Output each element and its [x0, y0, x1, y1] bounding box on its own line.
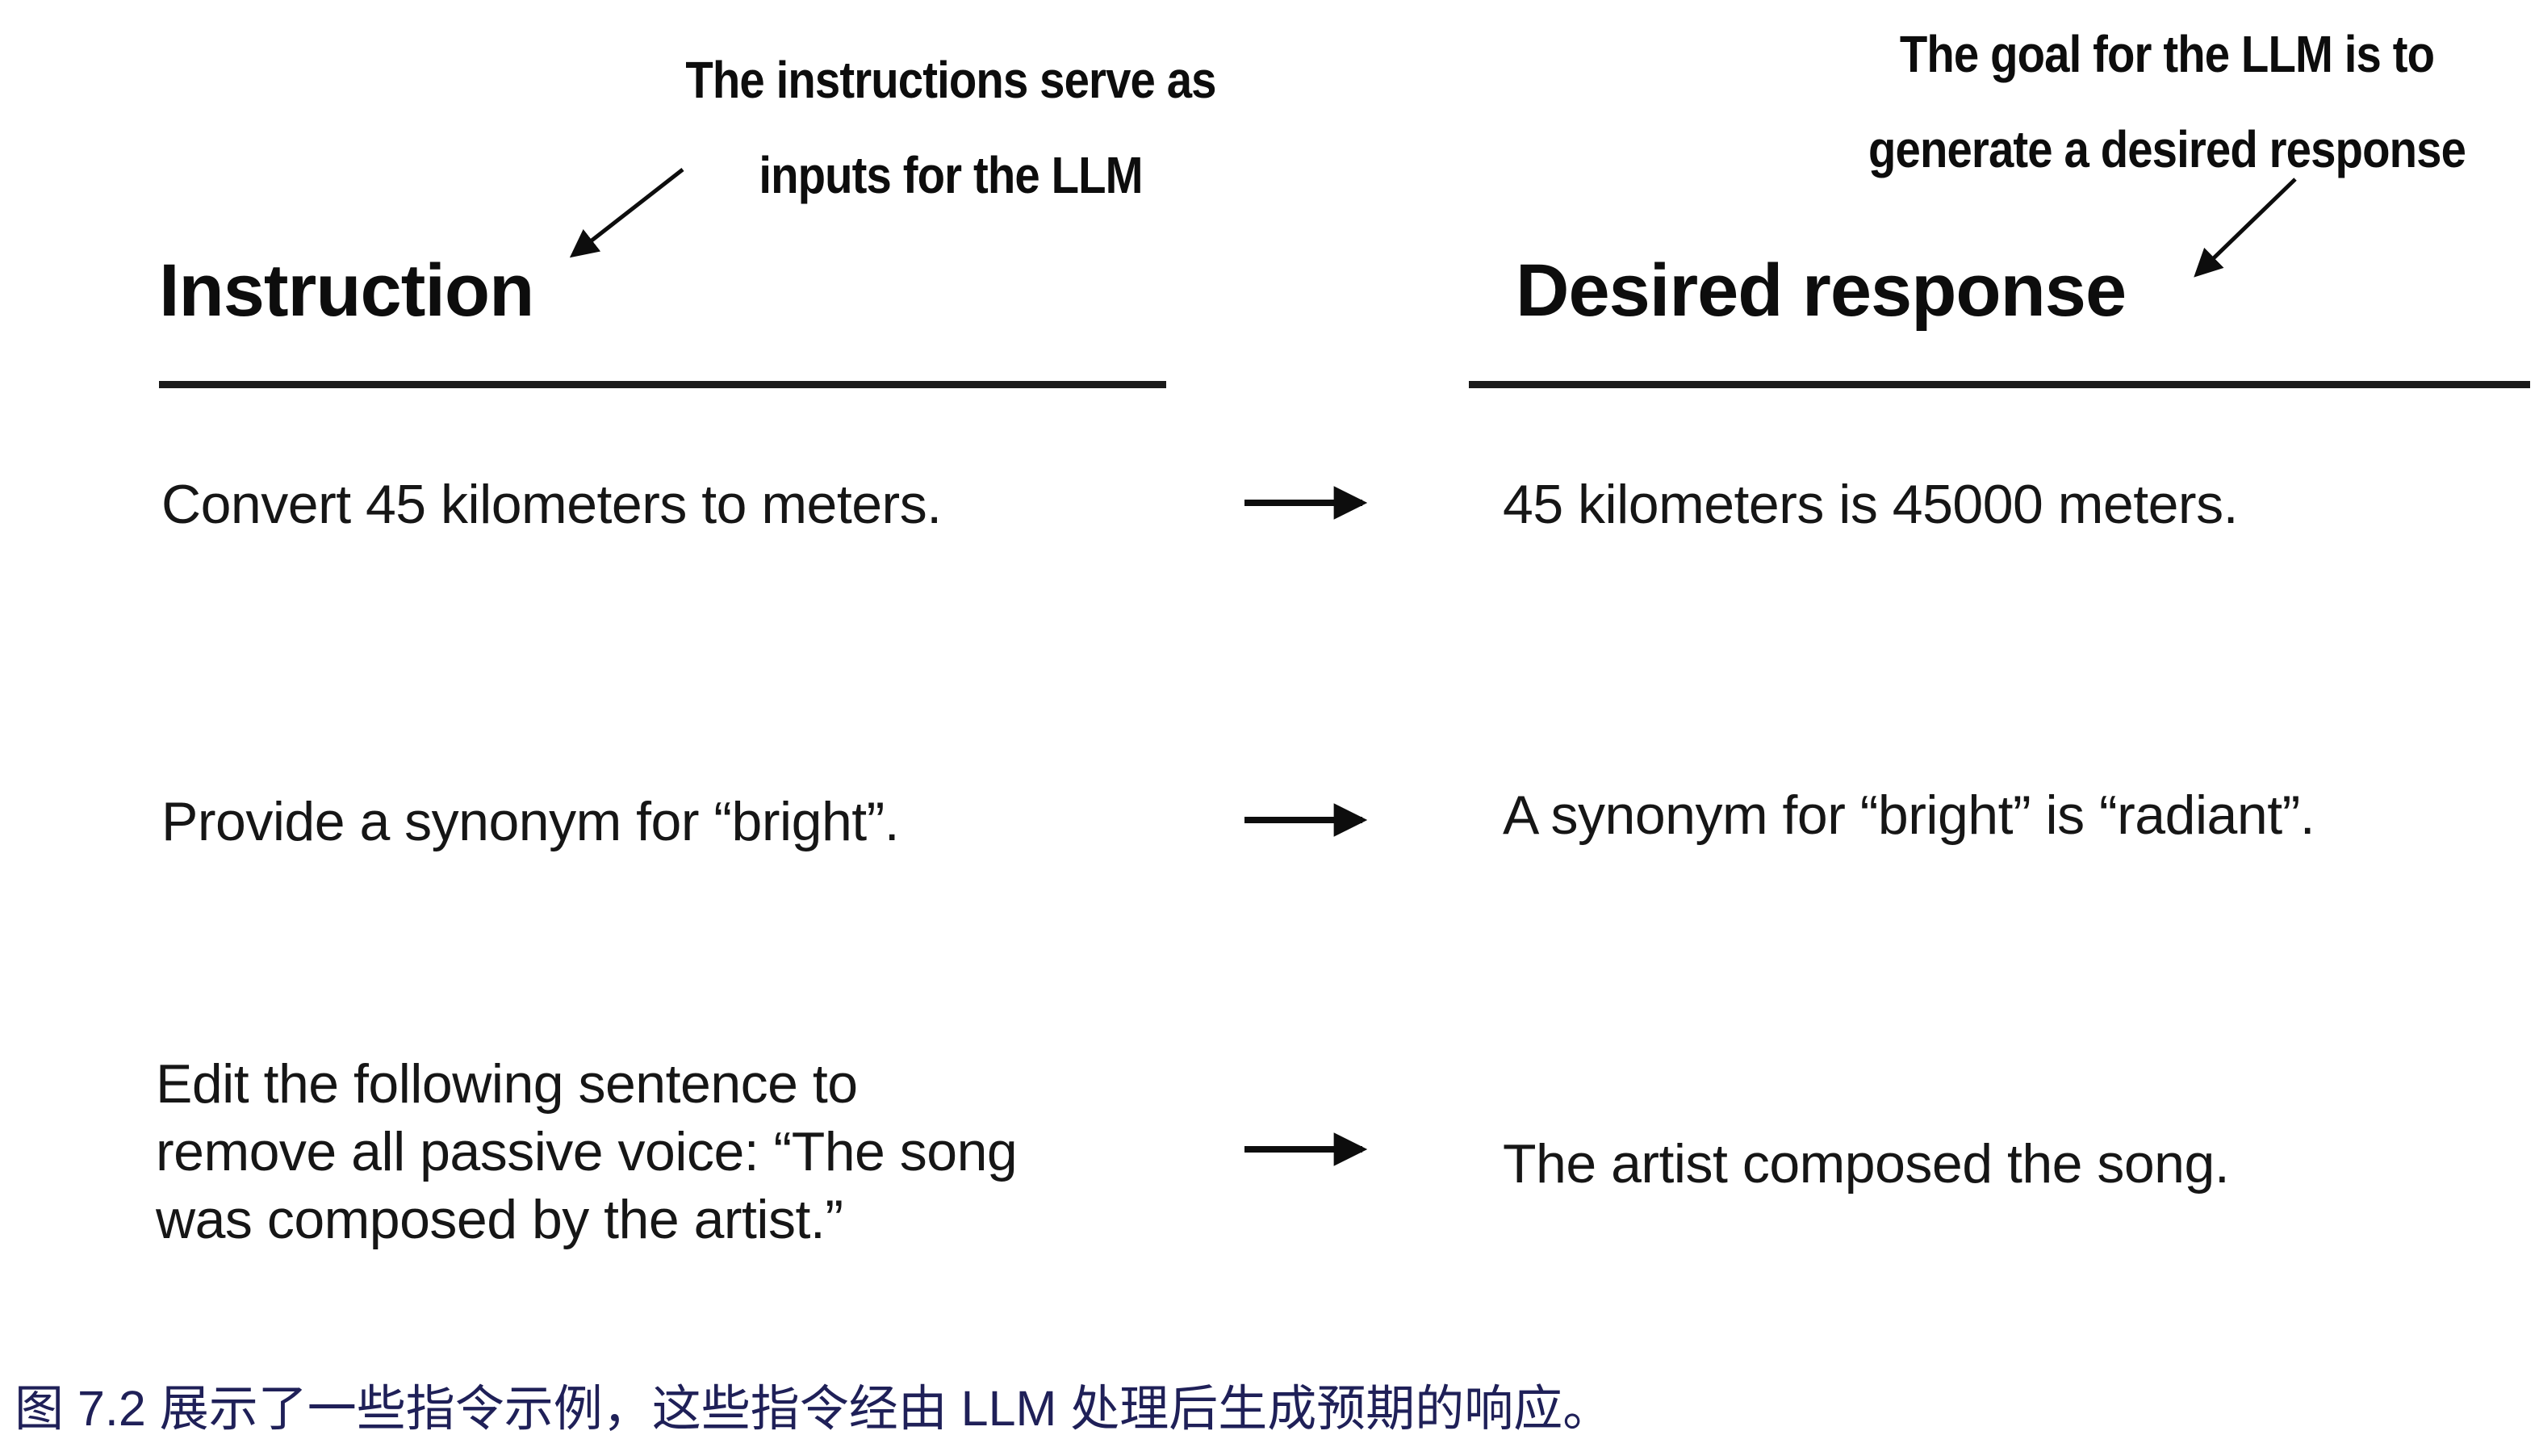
- row1-instruction-text: Convert 45 kilometers to meters.: [161, 474, 942, 535]
- response-header-underline: [1469, 381, 2530, 388]
- annotation-instructions-input-line1: The instructions serve as: [685, 51, 1216, 109]
- annotation-llm-goal-line2: generate a desired response: [1868, 120, 2466, 178]
- row2-response-text: A synonym for “bright” is “radiant”.: [1503, 784, 2315, 846]
- annotation-llm-goal: The goal for the LLM is to generate a de…: [1784, 6, 2539, 197]
- annotation-llm-goal-line1: The goal for the LLM is to: [1899, 25, 2435, 83]
- row3-instruction-text: Edit the following sentence to remove al…: [156, 1053, 1018, 1250]
- row3-response-text: The artist composed the song.: [1503, 1133, 2230, 1195]
- annotation-instructions-input-line2: inputs for the LLM: [759, 146, 1143, 204]
- instruction-column-header: Instruction: [159, 249, 534, 332]
- figure-caption: 图 7.2 展示了一些指令示例，这些指令经由 LLM 处理后生成预期的响应。: [15, 1381, 1612, 1436]
- row1-response-text: 45 kilometers is 45000 meters.: [1503, 474, 2238, 535]
- desired-response-column-header: Desired response: [1516, 249, 2127, 332]
- annotation-instructions-input: The instructions serve as inputs for the…: [579, 32, 1322, 223]
- instruction-header-underline: [159, 381, 1166, 388]
- row2-instruction-text: Provide a synonym for “bright”.: [161, 791, 900, 852]
